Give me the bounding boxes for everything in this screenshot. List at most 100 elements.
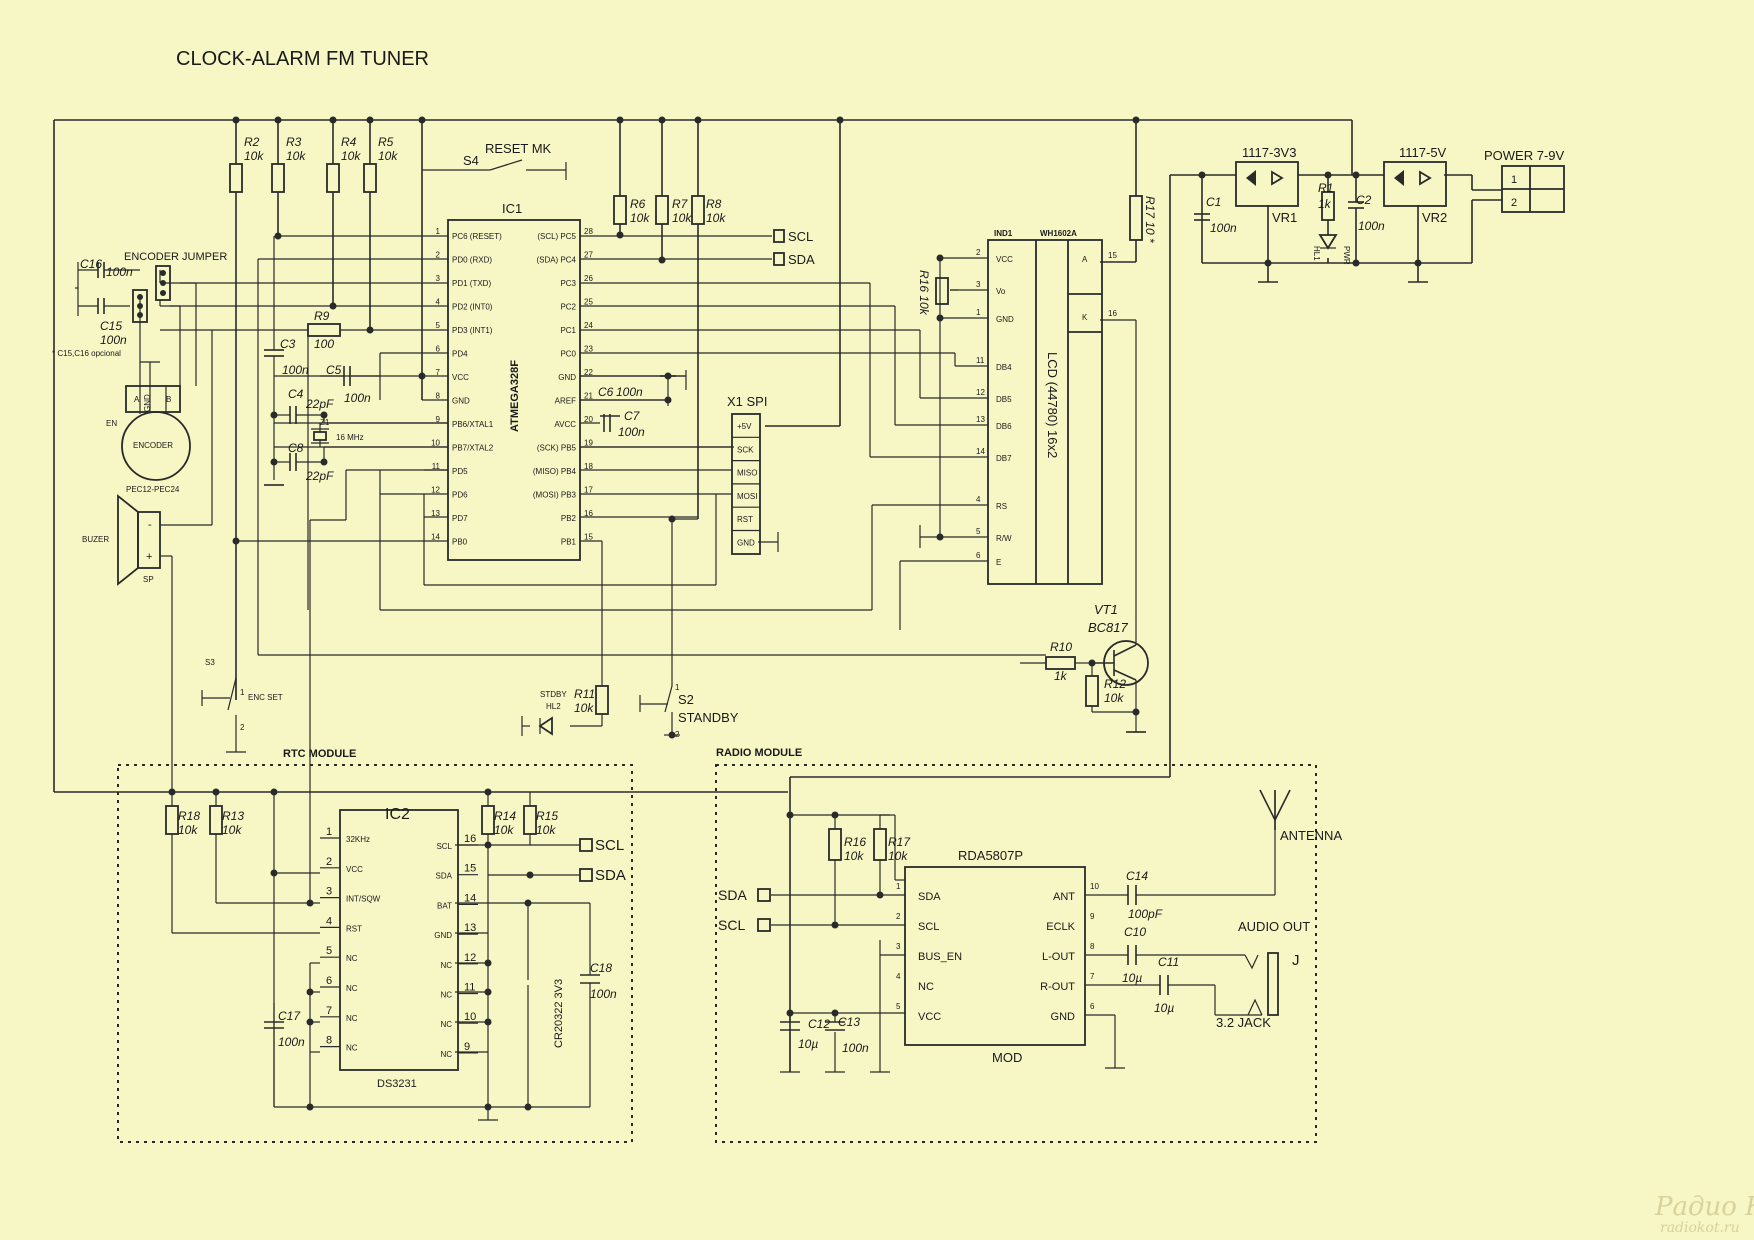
ic2-pin-num: 13: [464, 922, 476, 934]
rda-pin-num: 3: [896, 942, 901, 951]
encoder-jumper-label: ENCODER JUMPER: [124, 251, 227, 263]
s3-pin1: 1: [240, 688, 245, 697]
ind1-label: IND1: [994, 229, 1013, 238]
rda-pin-num: 1: [896, 882, 901, 891]
resistor-r2-value: 10k: [244, 149, 264, 163]
capacitor-c1-value: 100n: [1210, 221, 1237, 235]
resistor-r11-name: R11: [574, 687, 595, 701]
ic2-pin-name: NC: [346, 1044, 358, 1053]
ic2-pin-num: 12: [464, 952, 476, 964]
encoder-jumper: [132, 265, 171, 323]
resistor-r10-name: R10: [1050, 640, 1072, 654]
transistor-vt1: [1092, 640, 1149, 686]
ic1-pin-num: 28: [584, 227, 593, 236]
resistor-r13-value: 10k: [222, 823, 242, 837]
ic2-pin-num: 7: [326, 1005, 332, 1017]
ic1-pin-name: PC1: [560, 326, 576, 335]
audio-jack[interactable]: [1244, 952, 1279, 1016]
power-pin-2: 2: [1511, 197, 1517, 209]
resistor-r11-value: 10k: [574, 701, 594, 715]
rda-pin-num: 4: [896, 972, 901, 981]
resistor-r8-value: 10k: [706, 211, 726, 225]
capacitor-c18-name: C18: [590, 961, 612, 975]
reset-mk-label: RESET MK: [485, 141, 552, 156]
capacitor-c3-value: 100n: [282, 363, 309, 377]
resistor-r17b-value: 10k: [888, 849, 908, 863]
rda-pin-name: ANT: [1053, 891, 1075, 903]
ic1-pin-name: AREF: [555, 397, 576, 406]
switch-s2: [639, 685, 673, 713]
enc-set-label: ENC SET: [248, 693, 283, 702]
resistor-r16b-name: R16: [844, 835, 866, 849]
resistor-r12-name: R12: [1104, 677, 1126, 691]
rda-pin-num: 10: [1090, 882, 1099, 891]
resistor-r4-value: 10k: [341, 149, 361, 163]
lcd-type-label: LCD (44780) 16x2: [1045, 352, 1060, 458]
lcd-pin-num: 5: [976, 527, 981, 536]
lcd-pin-num: 11: [976, 356, 985, 365]
capacitor-c12-value: 10µ: [798, 1037, 818, 1051]
capacitor-c18-value: 100n: [590, 987, 617, 1001]
rtc-module-label: RTC MODULE: [283, 748, 356, 760]
ic1-pin-num: 11: [432, 462, 441, 471]
ic2-pin-name: GND: [434, 931, 452, 940]
switch-s4: [489, 159, 523, 171]
encoder-gnd-label: GND: [143, 394, 152, 412]
resistor-r8-name: R8: [706, 197, 722, 211]
speaker-label: SP: [143, 575, 154, 584]
c15c16-note: * C15,C16 opcional: [52, 349, 121, 358]
crystal-freq-label: 16 MHz: [336, 433, 364, 442]
rda-pin-name: NC: [918, 981, 934, 993]
standby-label: STANDBY: [678, 710, 739, 725]
watermark-url: radiokot.ru: [1660, 1220, 1740, 1236]
ic2-pin-num: 10: [464, 1011, 476, 1023]
capacitor-c8-value: 22pF: [305, 469, 334, 483]
ic2-pin-num: 9: [464, 1041, 470, 1053]
ic2-body: [339, 809, 459, 1071]
capacitor-c17-value: 100n: [278, 1035, 305, 1049]
lcd-pins: 2VCC3Vo1GND11DB412DB513DB614DB74RS5R/W6E…: [976, 248, 1117, 567]
rtc-scl-label: SCL: [595, 837, 624, 854]
crystal-z1: [311, 428, 329, 444]
ic1-pin-name: VCC: [452, 373, 469, 382]
ic2-pin-num: 1: [326, 826, 332, 838]
capacitor-c4-name: C4: [288, 387, 304, 401]
ic1-pin-num: 1: [436, 227, 441, 236]
lcd-bl-num: 16: [1108, 309, 1117, 318]
ic1-pin-num: 13: [431, 509, 440, 518]
power-pin-1: 1: [1511, 174, 1517, 186]
capacitor-c5-name: C5: [326, 363, 342, 377]
ic2-pin-num: 15: [464, 863, 476, 875]
lcd-pin-name: DB4: [996, 363, 1012, 372]
ic1-pin-name: PB0: [452, 538, 468, 547]
ic1-pin-num: 2: [436, 251, 441, 260]
radio-scl-label: SCL: [718, 917, 745, 933]
ic1-pin-name: PC6 (RESET): [452, 232, 502, 241]
ic2-pin-num: 6: [326, 975, 332, 987]
ic2-pin-num: 16: [464, 833, 476, 845]
capacitor-c1-name: C1: [1206, 195, 1221, 209]
ic1-pin-num: 7: [436, 368, 441, 377]
capacitor-c17-name: C17: [278, 1009, 301, 1023]
vt1-label: VT1: [1094, 602, 1118, 617]
capacitor-c14-name: C14: [1126, 869, 1148, 883]
rda-label: RDA5807P: [958, 848, 1023, 863]
ic2-pin-name: INT/SQW: [346, 895, 381, 904]
lcd-pin-name: DB6: [996, 422, 1012, 431]
capacitor-c15-name: C15: [100, 319, 122, 333]
rtc-module-frame: [117, 764, 633, 1143]
ic1-pin-name: (MOSI) PB3: [533, 491, 577, 500]
capacitor-c3-name: C3: [280, 337, 296, 351]
resistor-r2-name: R2: [244, 135, 260, 149]
ic2-pin-name: NC: [440, 961, 452, 970]
ic1-pin-num: 19: [584, 439, 593, 448]
ic2-pin-num: 2: [326, 856, 332, 868]
spi-pin-label: +5V: [737, 422, 752, 431]
resistor-r6-name: R6: [630, 197, 646, 211]
lcd-bl-name: K: [1082, 313, 1088, 322]
ic1-pin-name: PD1 (TXD): [452, 279, 491, 288]
capacitor-c10-name: C10: [1124, 925, 1146, 939]
ic2-pin-name: NC: [346, 954, 358, 963]
ds3231-label: DS3231: [377, 1078, 417, 1090]
